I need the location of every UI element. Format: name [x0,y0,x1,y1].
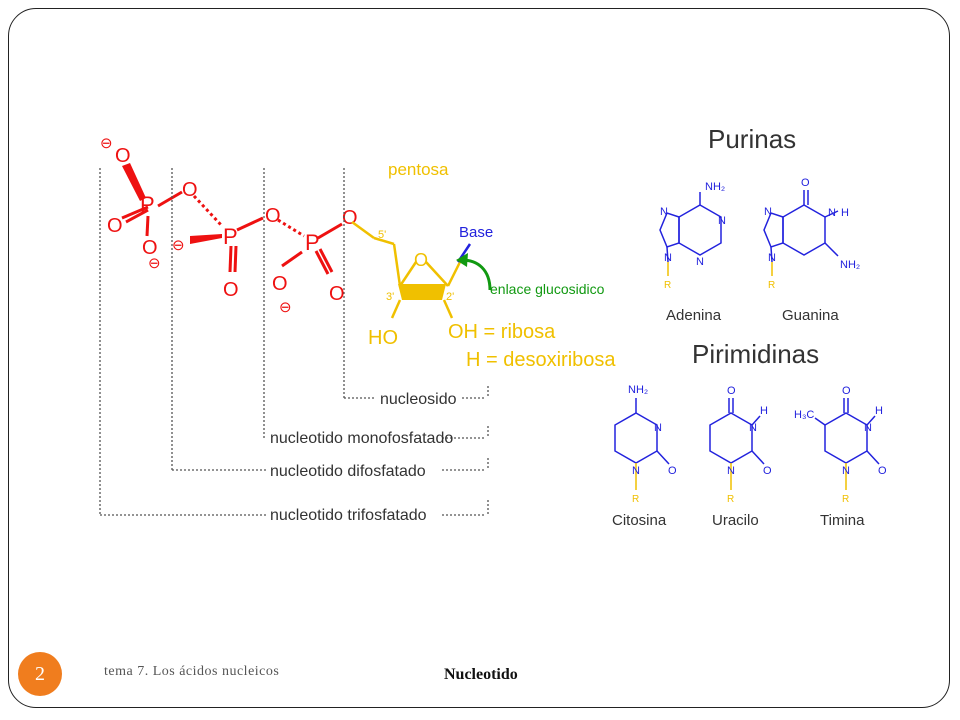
phosphate-chain: O P O O O P O O P O O O ⊖ ⊖ ⊖ ⊖ [100,135,358,316]
oxygen-atom: O [265,205,281,227]
ribosa-label: OH = ribosa [448,321,556,343]
phosphorus-atom: P [223,224,238,249]
methyl-group: H₃C [794,409,814,421]
adenina-structure: NH₂ N N N N R Adenina [659,181,726,324]
guanina-structure: O N H NH₂ N N R Guanina [763,177,860,324]
carbon-3-label: 3' [386,291,394,303]
phosphorus-atom: P [305,230,320,255]
nitrogen-atom: N [718,215,726,227]
oxygen-atom: O [727,385,736,397]
oxygen-atom: O [115,145,131,167]
oxygen-atom: O [272,273,288,295]
carbon-5-label: 5' [378,229,386,241]
ribose-r-label: R [727,494,734,505]
amino-group: NH₂ [628,384,648,396]
ribose-r-label: R [842,494,849,505]
nitrogen-atom: N [828,207,836,219]
oxygen-atom: O [763,465,772,477]
negative-charge: ⊖ [279,299,292,316]
page-number-badge: 2 [18,652,62,696]
pirimidinas-heading: Pirimidinas [692,339,819,369]
oxygen-atom: O [878,465,887,477]
purinas-heading: Purinas [708,124,796,154]
negative-charge: ⊖ [100,135,113,152]
nucleosido-label: nucleosido [380,391,457,408]
ribose-r-label: R [664,280,671,291]
nitrogen-atom: N [727,465,735,477]
amino-group: NH₂ [705,181,725,193]
negative-charge: ⊖ [148,255,161,272]
purinas-section: Purinas NH₂ N N N N R Adenina [659,124,860,324]
ribose-r-label: R [768,280,775,291]
citosina-structure: NH₂ N N O R Citosina [612,384,677,529]
pentosa-label: pentosa [388,160,449,179]
slide-title: Nucleotido [444,666,518,683]
footer-text: tema 7. Los ácidos nucleicos [104,664,280,679]
oxygen-atom: O [329,283,345,305]
oxygen-atom: O [668,465,677,477]
carbon-2-label: 2' [446,291,454,303]
base-label: Base [459,224,493,241]
trifosfatado-label: nucleotido trifosfatado [270,507,427,524]
nitrogen-atom: N [842,465,850,477]
timina-label: Timina [820,512,865,529]
nitrogen-atom: N [696,256,704,268]
uracilo-label: Uracilo [712,512,759,529]
ribose-r-label: R [632,494,639,505]
enlace-glucosidico-label: enlace glucosidico [490,281,605,297]
hydrogen-atom: H [875,405,883,417]
nitrogen-atom: N [764,206,772,218]
oxygen-atom: O [801,177,810,189]
adenina-label: Adenina [666,307,722,324]
phosphorus-atom: P [140,192,155,217]
nitrogen-atom: N [749,422,757,434]
amino-group: NH₂ [840,259,860,271]
ring-oxygen-atom: O [414,250,428,270]
nitrogen-atom: N [768,252,776,264]
pirimidinas-section: Pirimidinas NH₂ N N O R Citosina [612,339,887,529]
hydrogen-atom: H [760,405,768,417]
pentose-sugar: pentosa O 5' 3' 2' HO OH = ribosa H = de… [351,160,616,371]
hydroxyl-3-label: HO [368,327,398,349]
oxygen-atom: O [142,237,158,259]
brackets [99,168,489,516]
slide-frame [8,8,950,708]
hydrogen-atom: H [841,207,849,219]
desoxiribosa-label: H = desoxiribosa [466,349,616,371]
oxygen-atom: O [182,179,198,201]
base-attachment: Base enlace glucosidico [456,224,605,297]
nitrogen-atom: N [660,206,668,218]
nitrogen-atom: N [654,422,662,434]
citosina-label: Citosina [612,512,667,529]
oxygen-atom: O [223,279,239,301]
negative-charge: ⊖ [172,237,185,254]
nitrogen-atom: N [632,465,640,477]
oxygen-atom: O [842,385,851,397]
uracilo-structure: O N H N O R Uracilo [709,385,772,529]
monofosfatado-label: nucleotido monofosfatado [270,430,453,447]
nitrogen-atom: N [664,252,672,264]
guanina-label: Guanina [782,307,839,324]
difosfatado-label: nucleotido difosfatado [270,463,426,480]
oxygen-atom: O [107,215,123,237]
timina-structure: O N H N O H₃C R Timina [794,385,887,529]
nitrogen-atom: N [864,422,872,434]
